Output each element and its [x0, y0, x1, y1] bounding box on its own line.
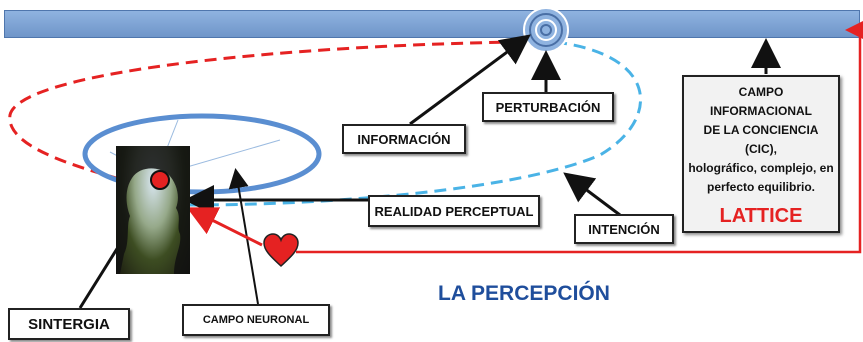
label-perturbacion: PERTURBACIÓN — [482, 92, 614, 122]
lattice-bar — [4, 10, 860, 38]
cic-description: CAMPO INFORMACIONAL DE LA CONCIENCIA (CI… — [688, 85, 834, 194]
ellipse-red-dashed — [8, 40, 521, 187]
perturbation-circles — [523, 7, 569, 53]
diagram-title: LA PERCEPCIÓN — [438, 282, 610, 305]
label-sintergia: SINTERGIA — [8, 308, 130, 340]
label-realidad-perceptual: REALIDAD PERCEPTUAL — [368, 195, 540, 227]
heart-icon — [263, 233, 299, 268]
lattice-label: LATTICE — [719, 205, 803, 227]
head-silhouette-image — [116, 146, 190, 274]
cic-box: CAMPO INFORMACIONAL DE LA CONCIENCIA (CI… — [682, 75, 840, 233]
ellipse-blue-dashed — [189, 40, 643, 207]
label-campo-neuronal: CAMPO NEURONAL — [182, 304, 330, 336]
red-connection-line — [296, 17, 863, 254]
label-intencion: INTENCIÓN — [574, 214, 674, 244]
label-informacion: INFORMACIÓN — [342, 124, 466, 154]
